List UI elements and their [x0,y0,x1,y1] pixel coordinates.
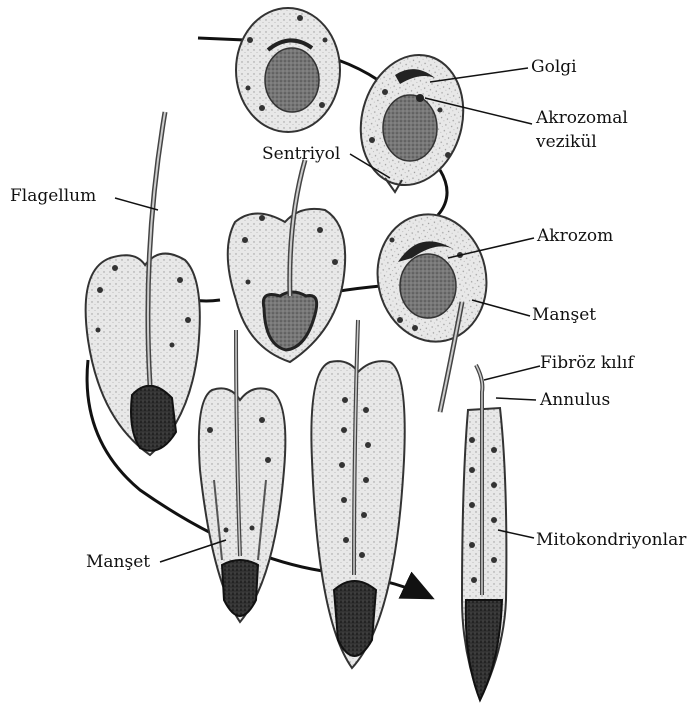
label-annulus: Annulus [540,390,610,410]
label-akrozom: Akrozom [537,226,613,246]
label-mitokondriyonlar: Mitokondriyonlar [536,530,686,550]
spermatid-cell-6 [199,330,286,622]
label-akrozomal: Akrozomal [536,108,628,128]
label-vezikul: vezikül [536,132,597,152]
label-fibroz-kilif: Fibröz kılıf [540,353,634,373]
label-manset-right: Manşet [532,305,596,325]
label-flagellum: Flagellum [10,186,96,206]
label-sentriyol: Sentriyol [262,144,340,164]
spermatid-cell-8 [462,365,506,700]
label-manset-left: Manşet [86,552,150,572]
spermatid-cell-4 [228,160,345,362]
spermatid-cell-2 [347,43,478,196]
spermatid-cell-5 [86,112,200,455]
spermatid-cell-1 [236,8,340,132]
spermatid-cell-7 [311,320,404,668]
label-golgi: Golgi [531,57,577,77]
